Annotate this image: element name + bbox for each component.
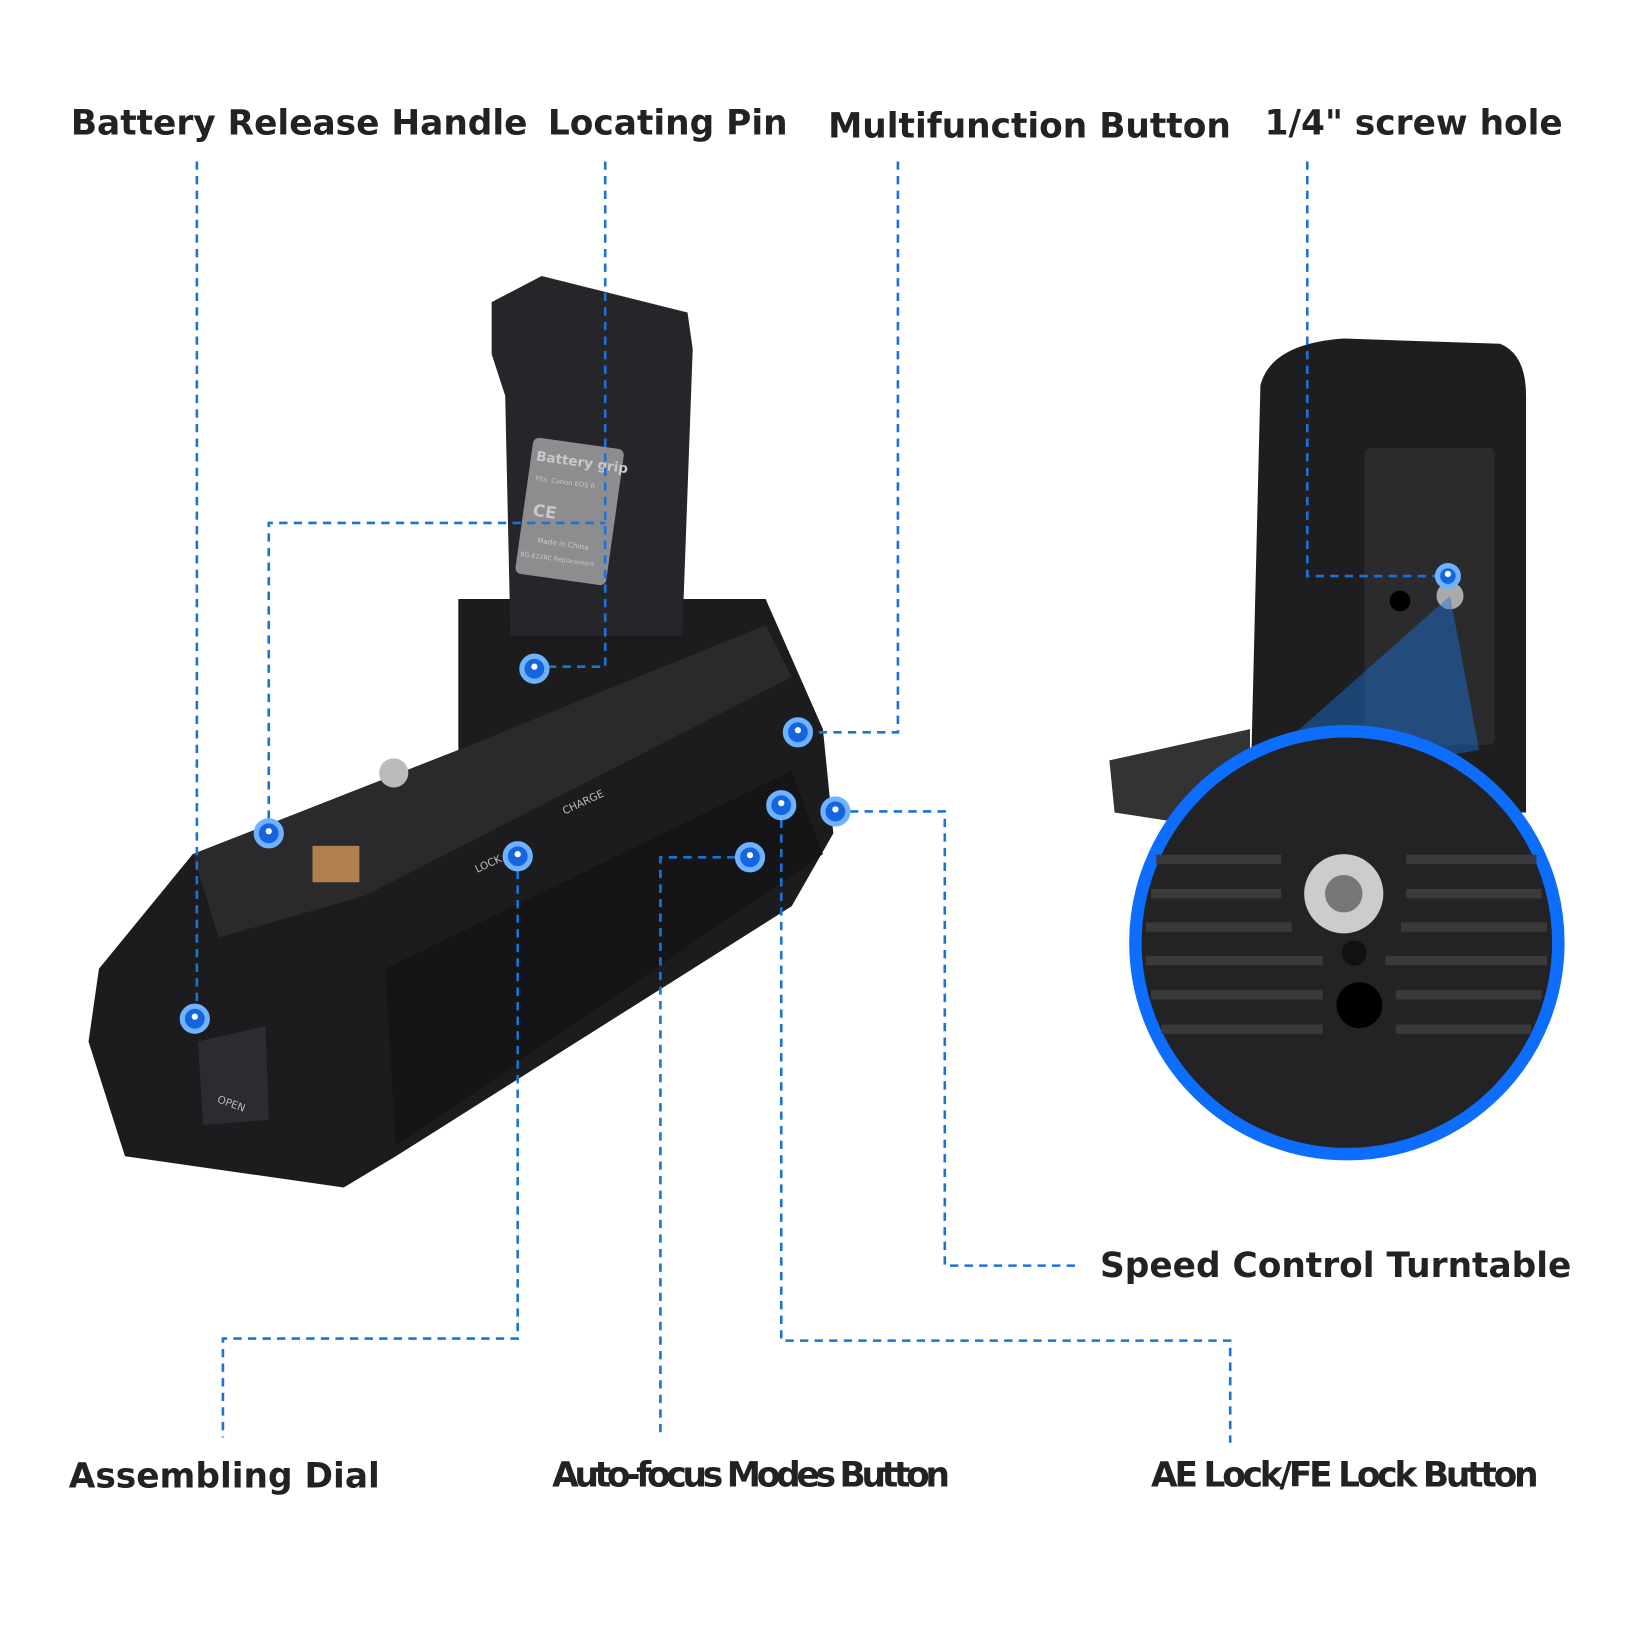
label-screw-hole: 1/4" screw hole bbox=[1265, 103, 1563, 143]
ce-mark: CE bbox=[532, 501, 558, 523]
marker-dot bbox=[1434, 563, 1461, 590]
tripod-screw bbox=[379, 758, 409, 788]
leader-locating-pin bbox=[534, 161, 607, 668]
label-ae-lock-button: AE Lock/FE Lock Button bbox=[1151, 1455, 1539, 1495]
leader-assembling-dial bbox=[221, 856, 520, 1438]
leader-speed-control bbox=[835, 810, 1079, 1267]
grip-side-view bbox=[1109, 338, 1565, 1161]
leader-autofocus bbox=[659, 855, 750, 1438]
label-assembling-dial: Assembling Dial bbox=[69, 1457, 380, 1497]
label-speed-control-turntable: Speed Control Turntable bbox=[1100, 1246, 1571, 1286]
marker-dot bbox=[766, 790, 797, 821]
battery-sticker: Battery grip Fits: Canon EOS R CE Made i… bbox=[515, 437, 629, 586]
leader-ae-lock bbox=[779, 805, 1232, 1443]
label-locating-pin: Locating Pin bbox=[548, 103, 788, 143]
marker-dot bbox=[253, 818, 284, 849]
marker-dot bbox=[179, 1003, 210, 1034]
marker-dot bbox=[519, 653, 550, 684]
marker-dot bbox=[734, 842, 766, 873]
zoom-circle bbox=[1129, 725, 1565, 1161]
label-battery-release-handle: Battery Release Handle bbox=[71, 103, 528, 143]
marker-dots bbox=[179, 563, 1461, 1034]
label-autofocus-modes-button: Auto-focus Modes Button bbox=[552, 1455, 950, 1495]
marker-dot bbox=[502, 841, 533, 872]
leader-locating-pin-2 bbox=[267, 521, 606, 834]
leader-multifunction-button bbox=[797, 161, 900, 734]
marker-dot bbox=[782, 717, 814, 748]
battery-grip-image: Battery grip Fits: Canon EOS R CE Made i… bbox=[88, 276, 834, 1188]
marker-dot bbox=[820, 796, 851, 827]
leader-screw-hole bbox=[1305, 161, 1448, 578]
label-multifunction-button: Multifunction Button bbox=[828, 107, 1231, 147]
contact-pins bbox=[312, 845, 360, 883]
